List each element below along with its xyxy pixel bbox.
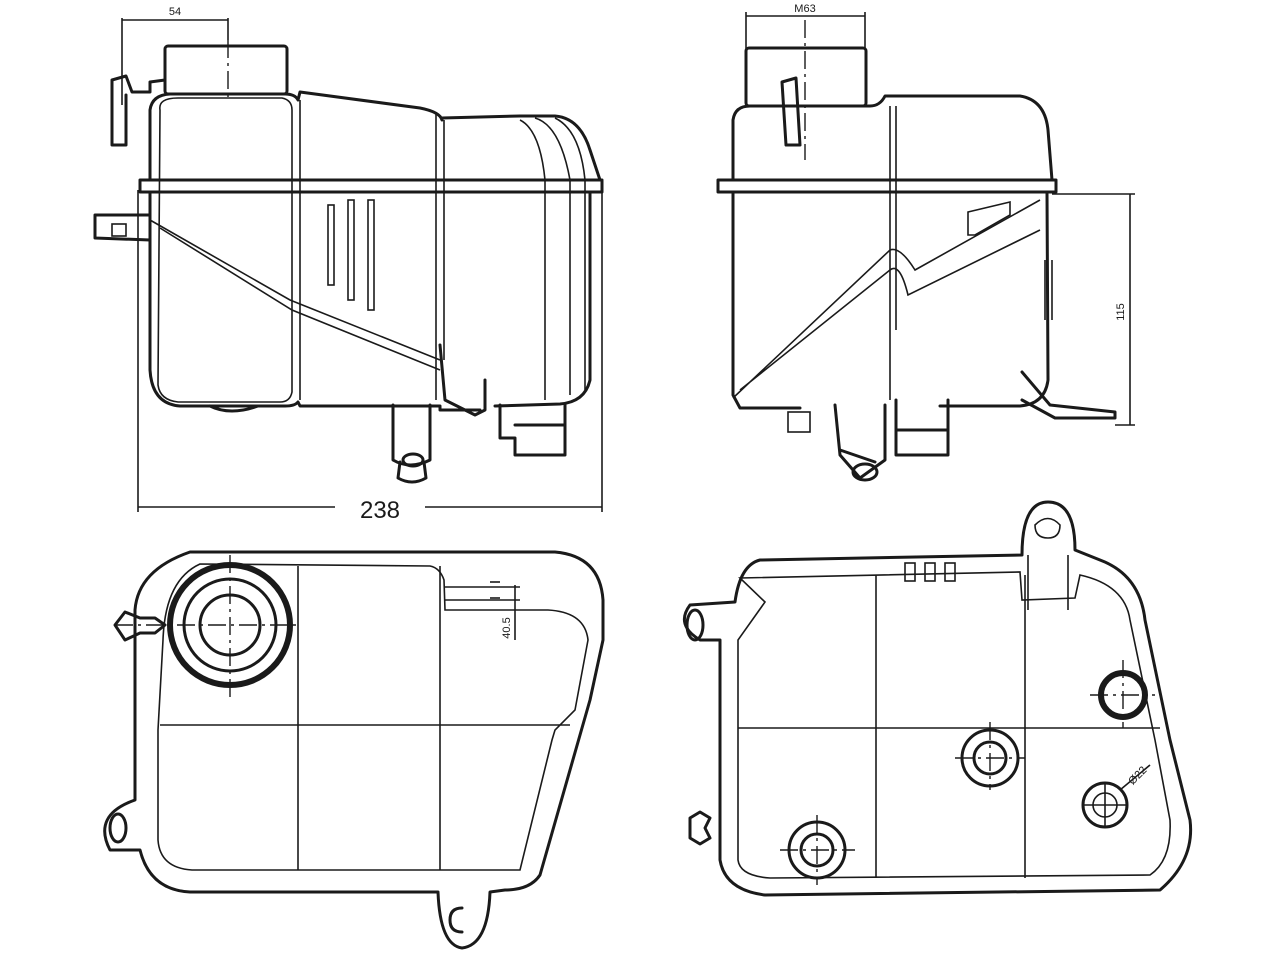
bracket [438, 343, 487, 417]
top-sensor [113, 610, 167, 642]
threaded-port: Ø22 [1081, 764, 1151, 829]
sensor-connector [110, 74, 167, 147]
outlet-pipe-2 [498, 403, 567, 457]
lower-shell [148, 190, 482, 412]
bottom-view-outline [682, 500, 1193, 897]
outlet-pipe-1 [391, 403, 432, 484]
dimension-54: 54 [121, 6, 229, 105]
dimension-m63-label: M63 [794, 3, 815, 15]
drain-bump [208, 404, 260, 413]
ribs [327, 199, 375, 311]
front-cap [744, 46, 868, 108]
bottom-port-2 [955, 722, 1025, 790]
dimension-238: 238 [137, 190, 603, 524]
front-outlet-2 [833, 403, 887, 480]
dimension-115: 115 [1052, 193, 1135, 426]
seam-flange [138, 178, 604, 194]
top-view: 40.5 [103, 550, 605, 950]
dimension-40-5: 40.5 [445, 581, 520, 640]
bottom-sensor [688, 810, 712, 846]
dimension-238-label: 238 [360, 497, 400, 524]
top-view-outline [103, 550, 605, 950]
front-bracket [1020, 370, 1117, 420]
bottom-view: Ø22 [682, 500, 1193, 897]
dimension-115-label: 115 [1115, 303, 1127, 321]
dimension-54-label: 54 [169, 6, 181, 18]
front-outlet-1 [894, 398, 950, 457]
upper-shell [148, 90, 602, 182]
front-seam-flange [716, 178, 1058, 194]
bottom-port-1 [1090, 660, 1155, 728]
side-view: 54 [93, 6, 604, 524]
cap-circle [115, 555, 300, 700]
bottom-port-3 [780, 815, 855, 885]
front-sensor [780, 76, 802, 147]
filler-cap [163, 44, 289, 96]
side-mount-tab [93, 213, 152, 242]
dimension-40-5-label: 40.5 [501, 617, 513, 638]
dimension-m63: M63 [745, 3, 866, 50]
tab-hole [108, 812, 128, 844]
front-view: M63 115 [716, 3, 1135, 482]
